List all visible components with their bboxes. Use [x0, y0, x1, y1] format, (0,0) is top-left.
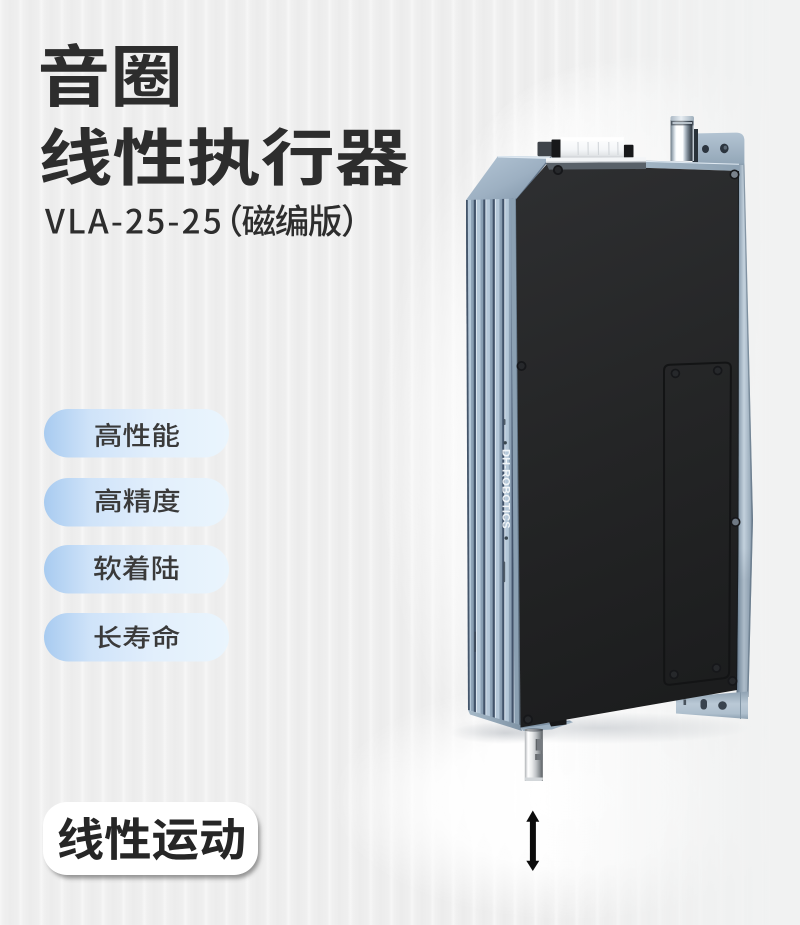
svg-text:DH-ROBOTICS: DH-ROBOTICS	[500, 449, 512, 529]
